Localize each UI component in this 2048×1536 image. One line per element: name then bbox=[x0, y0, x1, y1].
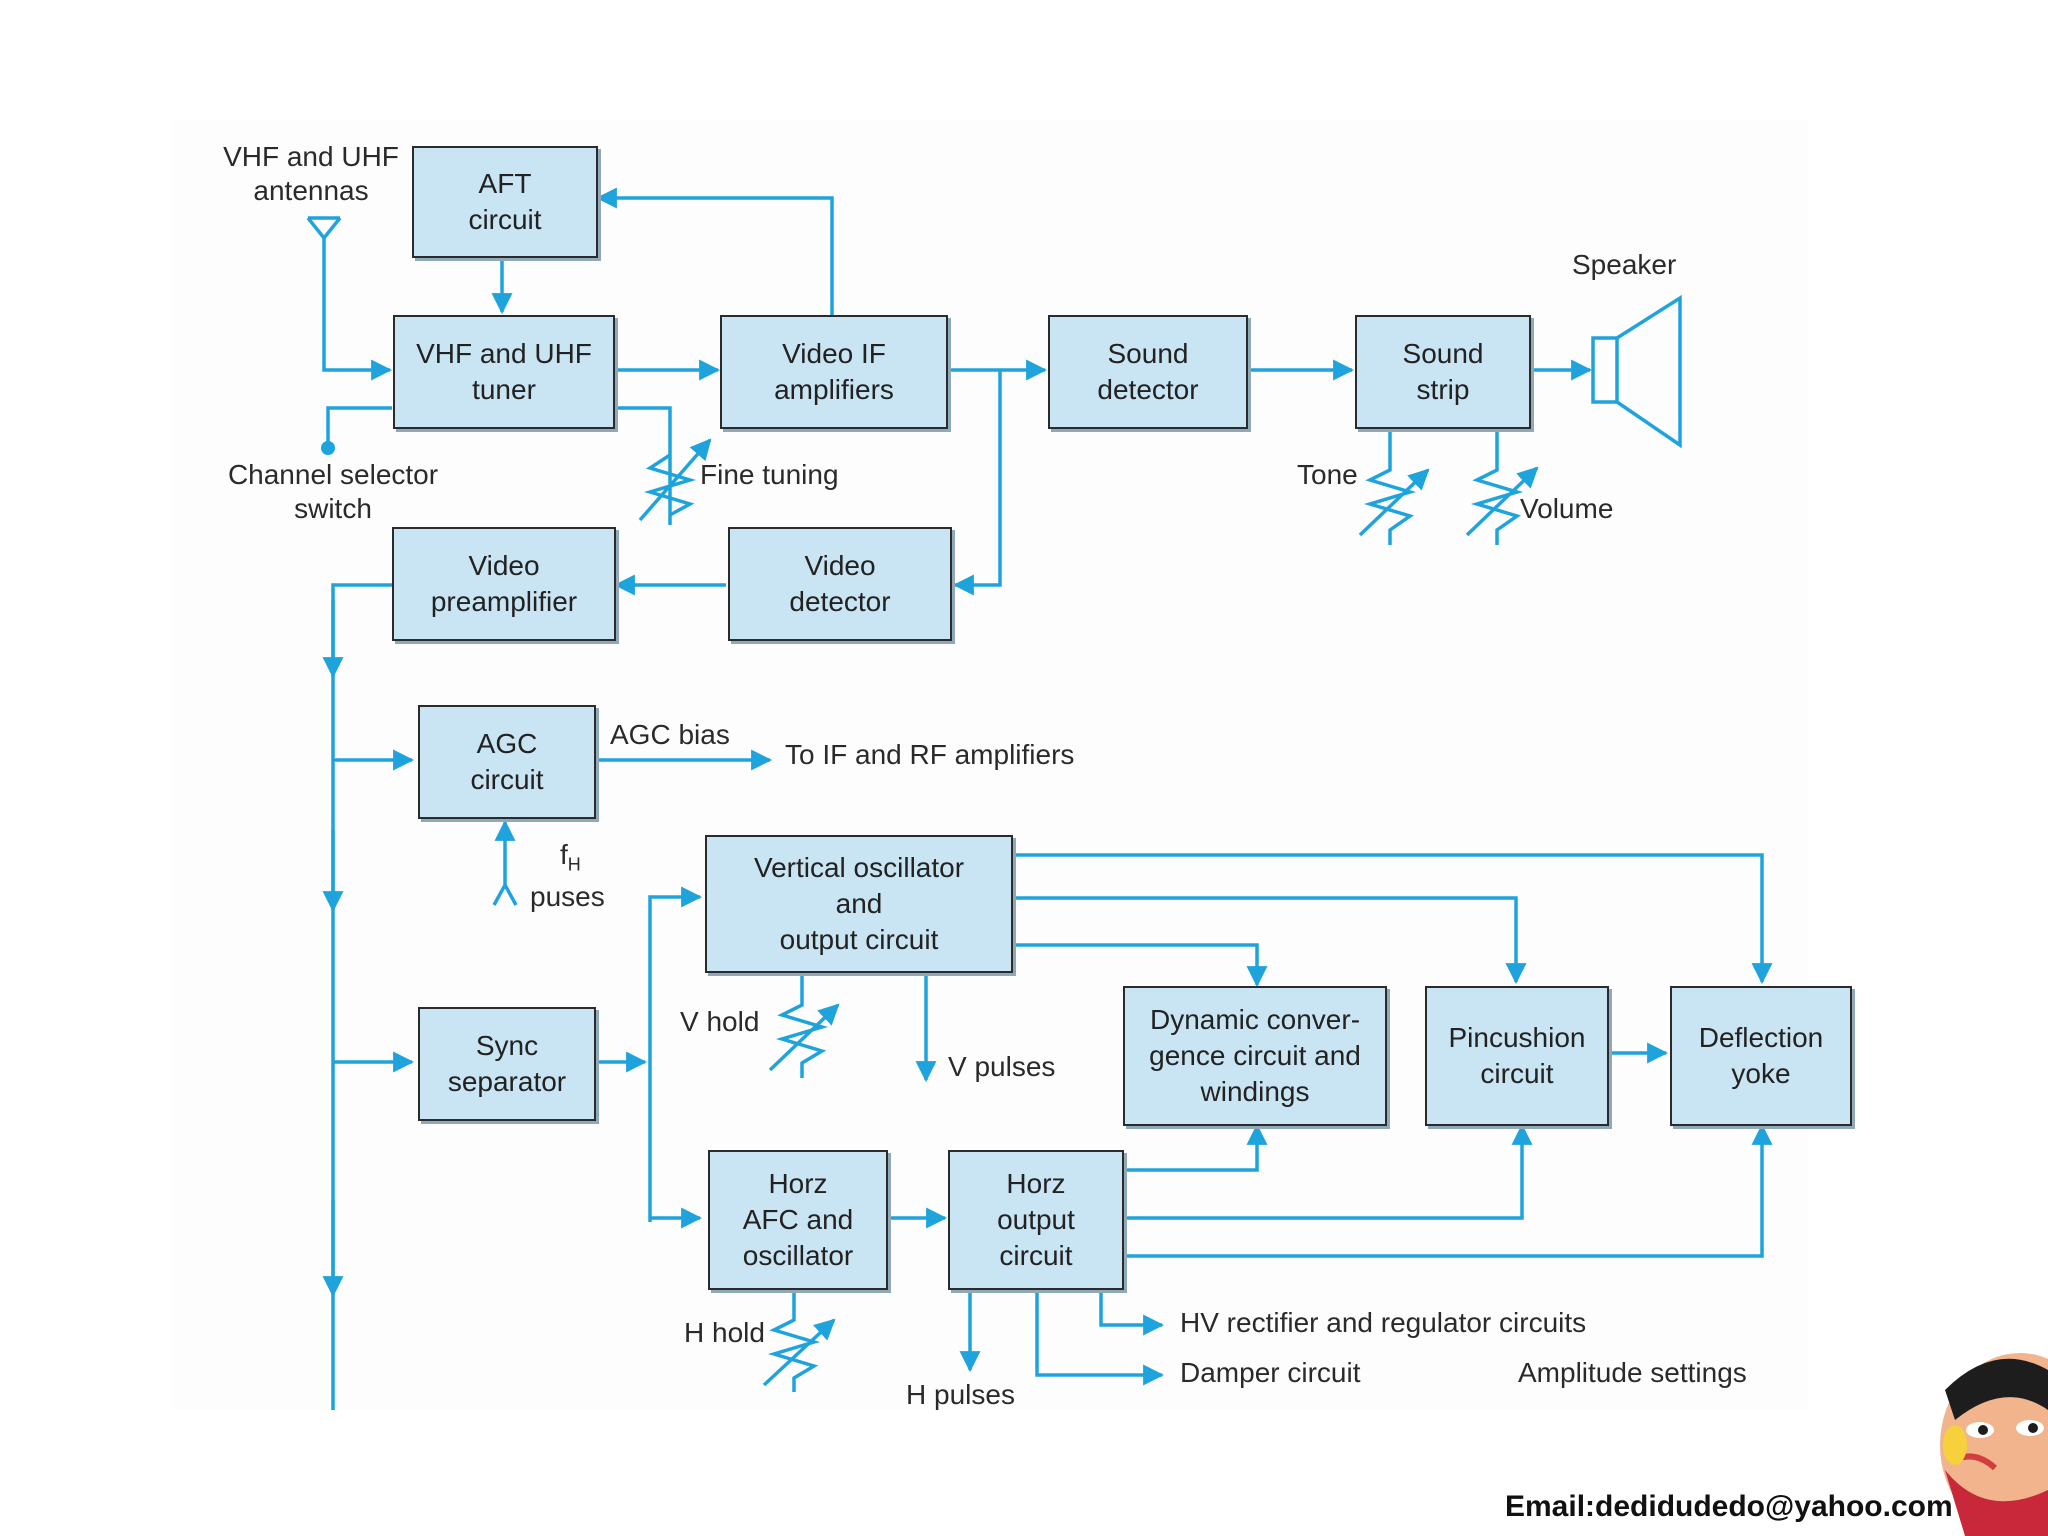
wire-damper bbox=[1035, 1290, 1165, 1386]
v-pulses-label: V pulses bbox=[948, 1051, 1056, 1082]
tuner-block: VHF and UHF tuner bbox=[393, 315, 615, 429]
v-hold-resistor-icon bbox=[768, 970, 840, 1078]
wire-vert-deflection bbox=[1010, 853, 1773, 985]
wire-fh-pulses bbox=[494, 822, 516, 906]
speaker-label: Speaker bbox=[1572, 249, 1677, 280]
antennas-label: VHF and UHF antennas bbox=[223, 141, 399, 206]
volume-resistor-icon bbox=[1465, 430, 1539, 545]
wire-channel-selector bbox=[326, 406, 392, 448]
tone-resistor-icon bbox=[1358, 430, 1430, 545]
amplitude-label: Amplitude settings bbox=[1518, 1357, 1747, 1388]
video-if-block: Video IF amplifiers bbox=[720, 315, 948, 429]
vertical-oscillator-block: Vertical oscillator and output circuit bbox=[705, 835, 1013, 973]
hv-rectifier-label: HV rectifier and regulator circuits bbox=[1180, 1307, 1587, 1338]
horz-afc-block: Horz AFC and oscillator bbox=[708, 1150, 888, 1290]
to-if-rf-label: To IF and RF amplifiers bbox=[785, 739, 1075, 770]
wire-fine-tuning bbox=[612, 406, 672, 525]
agc-circuit-block: AGC circuit bbox=[418, 705, 596, 819]
channel-selector-label: Channel selector switch bbox=[227, 459, 439, 524]
sync-separator-block: Sync separator bbox=[418, 1007, 596, 1121]
wire-hout-dynconv bbox=[1122, 1123, 1268, 1172]
pulses-label: puses bbox=[530, 881, 605, 912]
wire-hout-deflection bbox=[1122, 1123, 1773, 1258]
fh-label: fH bbox=[560, 839, 581, 875]
horz-output-block: Horz output circuit bbox=[948, 1150, 1124, 1290]
fine-tuning-resistor-icon bbox=[638, 438, 712, 522]
h-hold-label: H hold bbox=[684, 1317, 765, 1348]
pincushion-block: Pincushion circuit bbox=[1425, 986, 1609, 1126]
agc-bias-label: AGC bias bbox=[610, 719, 730, 750]
sound-strip-block: Sound strip bbox=[1355, 315, 1531, 429]
speaker-icon bbox=[1591, 294, 1682, 449]
wire-hv bbox=[1099, 1290, 1165, 1336]
tone-label: Tone bbox=[1297, 459, 1358, 490]
mascot-face-icon bbox=[1940, 1353, 2048, 1536]
wire-hout-pin bbox=[1122, 1123, 1533, 1220]
dynamic-convergence-block: Dynamic conver- gence circuit and windin… bbox=[1123, 986, 1387, 1126]
volume-label: Volume bbox=[1520, 493, 1614, 524]
v-hold-label: V hold bbox=[680, 1006, 760, 1037]
video-detector-block: Video detector bbox=[728, 527, 952, 641]
sound-detector-block: Sound detector bbox=[1048, 315, 1248, 429]
damper-label: Damper circuit bbox=[1180, 1357, 1361, 1388]
video-preamp-block: Video preamplifier bbox=[392, 527, 616, 641]
wire-if-video-detector bbox=[952, 370, 1002, 596]
deflection-yoke-block: Deflection yoke bbox=[1670, 986, 1852, 1126]
aft-circuit-block: AFT circuit bbox=[412, 146, 598, 258]
channel-selector-knob-icon bbox=[321, 441, 335, 455]
wire-vert-dynconv bbox=[1010, 943, 1268, 988]
fine-tuning-label: Fine tuning bbox=[700, 459, 839, 490]
antenna-icon bbox=[306, 216, 390, 370]
wire-if-aft bbox=[595, 187, 834, 315]
footer-email: Email:dedidudedo@yahoo.com bbox=[1505, 1490, 1953, 1523]
h-pulses-label: H pulses bbox=[906, 1379, 1015, 1410]
h-hold-resistor-icon bbox=[762, 1290, 836, 1392]
wire-vert-pincushion bbox=[1010, 896, 1527, 985]
wire-main-bus bbox=[331, 583, 392, 1410]
